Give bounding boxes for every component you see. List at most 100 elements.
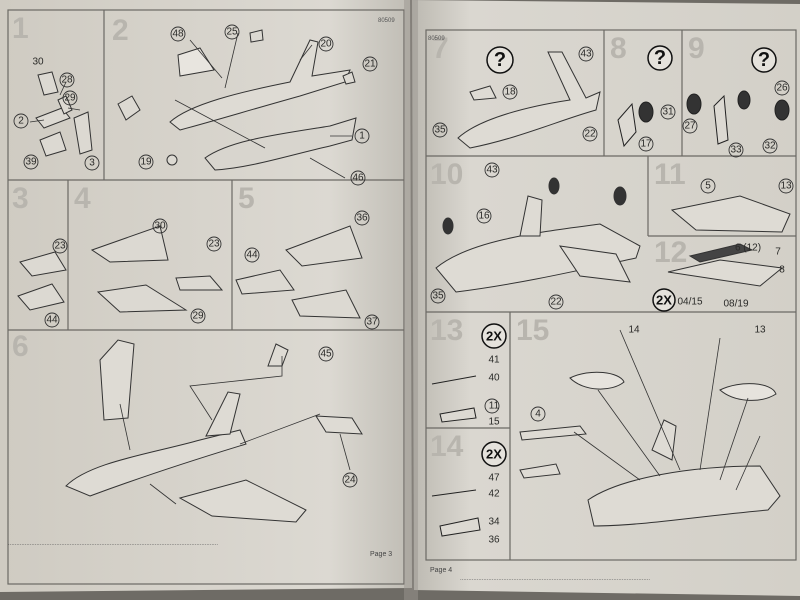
svg-text:4: 4 [535,409,541,420]
svg-text:40: 40 [488,373,500,384]
step-8-number: 8 [610,32,627,65]
svg-text:13: 13 [754,325,766,336]
svg-text:24: 24 [344,475,356,486]
svg-text:36: 36 [488,535,500,546]
step-7-number: 7 [432,32,449,65]
legal-text-right: ........................................… [460,576,650,582]
step-6-number: 6 [12,330,29,363]
svg-text:29: 29 [64,93,76,104]
svg-text:8: 8 [779,265,785,276]
svg-text:30: 30 [154,221,166,232]
svg-text:45: 45 [320,349,332,360]
svg-text:23: 23 [208,239,220,250]
svg-text:42: 42 [488,489,500,500]
svg-text:23: 23 [54,241,66,252]
svg-text:33: 33 [730,145,742,156]
svg-text:5: 5 [705,181,711,192]
svg-text:21: 21 [364,59,376,70]
svg-text:29: 29 [192,311,204,322]
svg-text:37: 37 [366,317,378,328]
svg-text:18: 18 [504,87,516,98]
badge-2x-12: 2X [656,293,672,308]
step-9-number: 9 [688,32,705,65]
svg-text:3: 3 [89,158,95,169]
svg-text:16: 16 [478,211,490,222]
svg-text:43: 43 [486,165,498,176]
part-callouts-right [430,46,794,422]
badge-2x-13: 2X [486,329,502,344]
svg-text:13: 13 [780,181,792,192]
svg-text:19: 19 [140,157,152,168]
svg-text:30: 30 [32,57,44,68]
right-page: 7 8 9 10 11 12 13 14 15 ? ? ? 2X 2X 2X [412,0,800,596]
svg-text:17: 17 [640,139,652,150]
svg-text:26: 26 [776,83,788,94]
wing-drawings [17,225,363,319]
svg-text:6 (12): 6 (12) [735,243,761,254]
question-icon-9: ? [758,49,770,71]
aircraft-drawing-step10 [435,177,641,293]
svg-text:22: 22 [550,297,562,308]
svg-text:20: 20 [320,39,332,50]
part-callouts-left [13,24,380,488]
header-code-left: 80509 [378,18,395,24]
question-icon-7: ? [494,49,506,71]
aircraft-assembly-drawing-left [65,339,363,523]
step-11-number: 11 [654,158,686,191]
svg-text:14: 14 [628,325,640,336]
svg-text:7: 7 [775,247,781,258]
step-3-number: 3 [12,182,29,215]
svg-text:1: 1 [359,131,365,142]
binding-shadow [404,0,418,600]
aircraft-drawing-step15 [519,371,781,527]
svg-text:41: 41 [488,355,500,366]
svg-text:25: 25 [226,27,238,38]
svg-text:36: 36 [356,213,368,224]
svg-text:04/15: 04/15 [677,297,702,308]
svg-text:43: 43 [580,49,592,60]
step-5-number: 5 [238,182,255,215]
fuselage-bottom-drawing [204,117,357,171]
svg-text:44: 44 [46,315,58,326]
svg-text:11: 11 [489,401,500,412]
svg-text:34: 34 [488,517,500,528]
page-label-left: Page 3 [370,551,392,558]
svg-text:27: 27 [684,121,696,132]
ejection-seat-drawing [35,71,93,157]
step-14-number: 14 [430,430,464,463]
part-numbers-left: 28 2 39 3 29 30 48 25 20 21 19 1 46 23 4… [18,27,378,486]
svg-text:47: 47 [488,473,500,484]
legal-text-left: ........................................… [8,541,218,547]
step-10-number: 10 [430,158,463,191]
step-15-number: 15 [516,314,549,347]
svg-text:39: 39 [25,157,37,168]
svg-text:31: 31 [662,107,674,118]
badge-2x-14: 2X [486,447,502,462]
small-part-drawings [117,29,356,166]
landing-gear-drawings [617,90,790,148]
step-13-number: 13 [430,314,463,347]
svg-text:2: 2 [18,116,24,127]
left-page: ........................................… [0,0,412,592]
svg-text:46: 46 [352,173,364,184]
svg-text:44: 44 [246,250,258,261]
step-2-number: 2 [112,14,129,47]
header-code-right: 80509 [428,36,445,42]
svg-text:32: 32 [764,141,776,152]
svg-text:48: 48 [172,29,184,40]
fuselage-top-drawing [169,39,351,131]
question-mark-icons [486,45,777,74]
quantity-badges [481,288,676,467]
svg-text:35: 35 [432,291,444,302]
aircraft-drawing-step7 [457,51,601,149]
step-4-number: 4 [74,182,91,215]
question-icon-8: ? [654,47,666,69]
step-1-number: 1 [12,12,29,45]
svg-text:28: 28 [61,75,73,86]
svg-text:22: 22 [584,129,596,140]
missile-drawings [431,375,481,537]
svg-text:15: 15 [488,417,500,428]
page-label-right: Page 4 [430,567,452,574]
wing-underside-drawing [667,195,791,287]
